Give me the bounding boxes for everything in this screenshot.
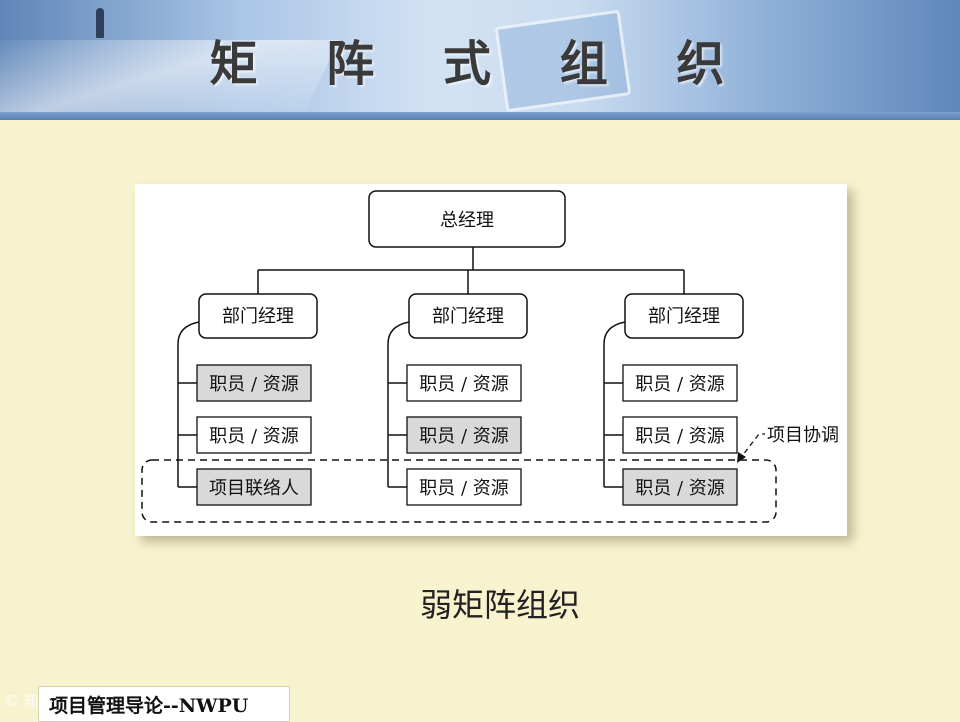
department-manager-box: [624, 293, 744, 339]
staff-label: 职员 / 资源: [419, 478, 509, 499]
staff-label: 职员 / 资源: [209, 374, 299, 395]
staff-label: 项目联络人: [209, 478, 299, 499]
staff-box: [622, 364, 738, 402]
org-chart-panel: 总经理 部门经理职员 / 资源职员 / 资源项目联络人部门经理职员 / 资源职员…: [135, 184, 847, 536]
coordination-label: 项目协调: [767, 425, 839, 446]
staff-label: 职员 / 资源: [635, 374, 725, 395]
staff-box: [196, 364, 312, 402]
page-title: 矩 阵 式 组 织: [209, 36, 751, 92]
person-decoration: [96, 8, 104, 38]
header-bottom-bar: [0, 112, 960, 120]
staff-box: [196, 416, 312, 454]
coordination-arrowhead: [737, 452, 746, 463]
header-banner: 矩 阵 式 组 织: [0, 0, 960, 120]
footer-text: 项目管理导论--NWPU: [49, 695, 249, 717]
department-manager-box: [408, 293, 528, 339]
watermark: © 知乎: [4, 692, 54, 710]
staff-label: 职员 / 资源: [419, 374, 509, 395]
staff-label: 职员 / 资源: [209, 426, 299, 447]
spine-curve: [177, 321, 200, 345]
department-manager-label: 部门经理: [432, 306, 504, 327]
staff-box: [622, 468, 738, 506]
staff-label: 职员 / 资源: [419, 426, 509, 447]
staff-box: [406, 416, 522, 454]
department-manager-label: 部门经理: [222, 306, 294, 327]
spine-curve: [603, 321, 626, 345]
staff-box: [406, 364, 522, 402]
staff-box: [622, 416, 738, 454]
connector-lines: [177, 247, 685, 488]
staff-box: [406, 468, 522, 506]
staff-label: 职员 / 资源: [635, 478, 725, 499]
spine-curve: [387, 321, 410, 345]
coordination-pointer: [738, 433, 765, 461]
footer-box: 项目管理导论--NWPU: [38, 686, 290, 722]
staff-label: 职员 / 资源: [635, 426, 725, 447]
diagram-caption: 弱矩阵组织: [419, 586, 580, 624]
department-manager-label: 部门经理: [648, 306, 720, 327]
staff-box: [196, 468, 312, 506]
department-manager-box: [198, 293, 318, 339]
root-node: 总经理: [368, 190, 566, 248]
project-coordination-region: [141, 459, 777, 523]
root-node-label: 总经理: [440, 210, 494, 231]
